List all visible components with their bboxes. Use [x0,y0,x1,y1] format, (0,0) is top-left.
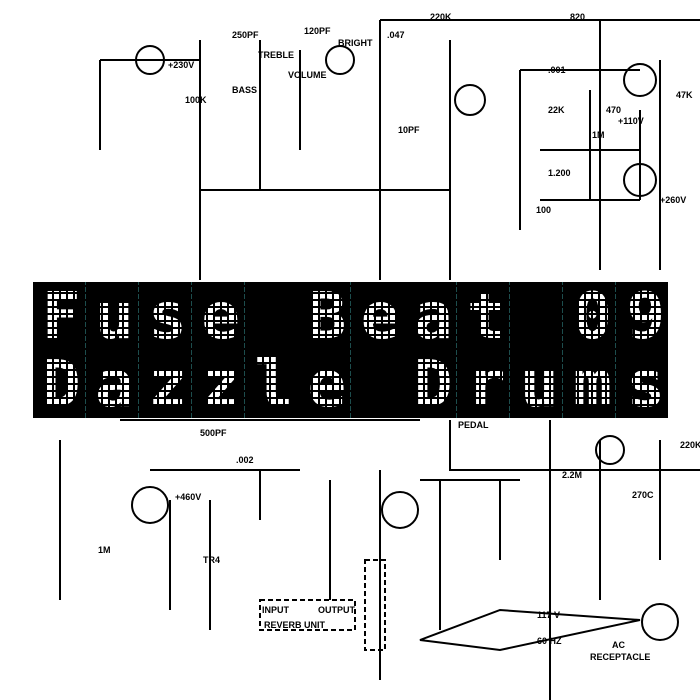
schematic-label: INPUT [262,605,289,615]
title-line-2: Dazzle Drums [42,348,668,418]
schematic-label: 820 [570,12,586,22]
schematic-label: 220K [680,440,700,450]
schematic-label: .001 [548,65,566,75]
schematic-label: .047 [387,30,405,40]
schematic-label: OUTPUT [318,605,355,615]
schematic-label: 1.200 [548,168,571,178]
schematic-label: 22K [548,105,565,115]
title-line-1: Fuse Beat 09 [42,282,668,354]
schematic-label: 47K [676,90,693,100]
schematic-label: 2.2M [562,470,583,480]
schematic-label: +230V [168,60,195,70]
schematic-label: AC [612,640,625,650]
schematic-label: REVERB UNIT [264,620,326,630]
schematic-label: RECEPTACLE [590,652,651,662]
dot-matrix-display: Fuse Beat 09 Dazzle Drums [33,282,668,418]
schematic-label: 10PF [398,125,420,135]
schematic-label: VOLUME [288,70,327,80]
schematic-label: BASS [232,85,258,95]
schematic-label: 120PF [304,26,331,36]
schematic-label: 250PF [232,30,259,40]
schematic-label: 100K [185,95,207,105]
schematic-label: 220K [430,12,452,22]
schematic-label: 470 [606,105,622,115]
schematic-label: TREBLE [258,50,294,60]
schematic-label: +260V [660,195,687,205]
schematic-label: 117 V [537,610,561,620]
schematic-label: .002 [236,455,254,465]
schematic-label: 1M [592,130,605,140]
schematic-label: 500PF [200,428,227,438]
schematic-label: 60 HZ [537,636,562,646]
schematic-label: BRIGHT [338,38,373,48]
schematic-label: +460V [175,492,202,502]
schematic-label: PEDAL [458,420,489,430]
schematic-label: +110V [618,116,644,126]
schematic-label: 1M [98,545,111,555]
schematic-label: 270C [632,490,654,500]
schematic-label: 100 [536,205,552,215]
schematic-label: TR4 [203,555,221,565]
